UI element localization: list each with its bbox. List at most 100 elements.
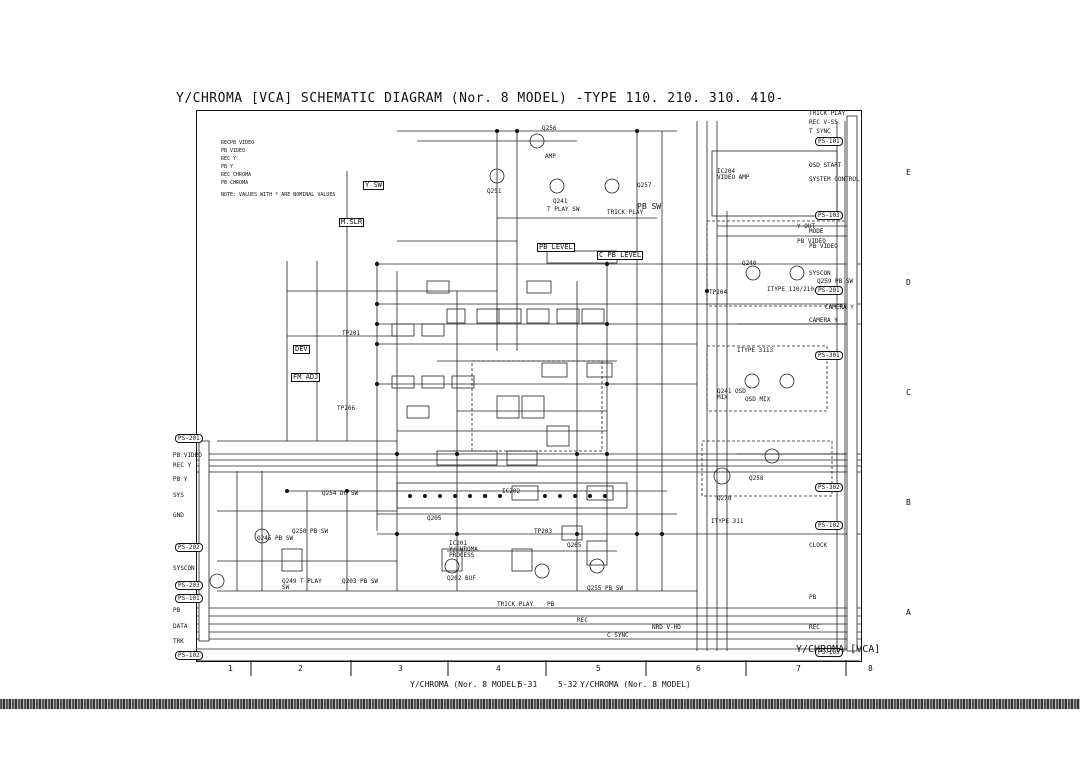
left-signal: TRK [173, 638, 184, 645]
right-signal: SYSTEM CONTROL [809, 176, 860, 183]
right-signal: PB VIDEO [809, 243, 838, 250]
right-signal: CAMERA Y [809, 317, 838, 324]
connector-label: PS-102 [175, 651, 203, 660]
component-label: Q258 [749, 475, 764, 482]
left-signal: GND [173, 512, 184, 519]
right-signal: OSD START [809, 162, 842, 169]
component-label: Q203 PB SW [342, 578, 379, 585]
left-signal: SYSCON [173, 565, 195, 572]
connector-label: PS-301 [815, 351, 843, 360]
right-signal: PB [809, 594, 817, 601]
row-letter: E [906, 168, 911, 177]
right-signal: MODE [809, 228, 824, 235]
component-label: Q249 T PLAY SW [282, 578, 322, 591]
zone-number: 3 [398, 664, 403, 673]
pb-level-label: PB LEVEL [537, 243, 575, 252]
test-point-label: TP206 [337, 405, 356, 412]
zone-number: 1 [228, 664, 233, 673]
component-label: PB SW [637, 202, 662, 211]
signal-label: NRD V-HD [652, 624, 681, 631]
component-label: Q256 [542, 125, 557, 132]
fm-adj-label: FM ADJ [291, 373, 321, 382]
legend-item: REC Y [221, 156, 237, 162]
zone-number: 6 [696, 664, 701, 673]
left-signal: PB [173, 607, 181, 614]
schematic-wiring [197, 115, 861, 652]
row-letter: A [906, 608, 911, 617]
component-label: Q205 [427, 515, 442, 522]
component-label: Q257 [637, 182, 652, 189]
signal-label: C SYNC [607, 632, 629, 639]
footer-left: Y/CHROMA (Nor. 8 MODEL) [410, 680, 521, 689]
zone-number: 4 [496, 664, 501, 673]
component-label: Q251 [487, 188, 502, 195]
left-signal: DATA [173, 623, 188, 630]
legend-item: PB VIDEO [221, 148, 246, 154]
test-point-label: TP203 [534, 528, 553, 535]
connector-label: PS-302 [815, 483, 843, 492]
component-label: Q255 PB SW [587, 585, 624, 592]
component-label: Q241 [553, 198, 568, 205]
right-signal: T SYNC [809, 128, 831, 135]
connector-label: PS-102 [815, 521, 843, 530]
component-label: AMP [545, 153, 556, 160]
left-signal: PB VIDEO [173, 452, 202, 459]
signal-label: TRICK PLAY [497, 601, 534, 608]
footer-right-page: 5-32 [558, 680, 578, 689]
camera-y-label: CAMERA Y [825, 304, 854, 311]
right-signal: REC V-SS [809, 119, 838, 126]
component-label: Q241 OSD MIX [717, 388, 746, 401]
signal-label: PB [547, 601, 555, 608]
connector-label: PS-203 [175, 581, 203, 590]
type-label: ITYPE 110/210/410 [767, 286, 829, 293]
connector-label: PS-103 [815, 648, 843, 657]
legend-note: NOTE: VALUES WITH * ARE NOMINAL VALUES [221, 192, 336, 198]
zone-number: 7 [796, 664, 801, 673]
zone-number: 5 [596, 664, 601, 673]
c-pb-level-label: C PB LEVEL [597, 251, 644, 260]
component-label: Q265 [567, 542, 582, 549]
component-label: Q278 [717, 495, 732, 502]
test-point-label: TP201 [342, 330, 361, 337]
component-label: IC201 Y/CHROMA PROCESS [449, 540, 478, 559]
zone-number: 2 [298, 664, 303, 673]
connector-label: PS-101 [175, 594, 203, 603]
component-label: Q202 BUF [447, 575, 476, 582]
legend-item: REC CHROMA [221, 172, 252, 178]
type-label: ITYPE 3113 [737, 347, 774, 354]
component-label: Q245 PB SW [257, 535, 294, 542]
component-label: IC204 VIDEO AMP [717, 168, 750, 181]
connector-label: PS-201 [175, 434, 203, 443]
left-signal: REC Y [173, 462, 192, 469]
signal-label: REC [577, 617, 588, 624]
connector-label: PS-201 [815, 286, 843, 295]
legend: RECPB VIDEO PB VIDEO REC Y PB Y REC CHRO… [221, 139, 335, 199]
zone-dividers [196, 660, 860, 676]
legend-item: PB Y [221, 164, 234, 170]
connector-label: PS-101 [815, 137, 843, 146]
row-letter: D [906, 278, 911, 287]
signal-label: TRICK PLAY [607, 209, 644, 216]
pb-video-label: PB VIDEO [797, 238, 826, 245]
row-letter: C [906, 388, 911, 397]
mslr-label: M.SLR [339, 218, 365, 227]
legend-item: RECPB VIDEO [221, 140, 255, 146]
dev-label: DEV [293, 345, 310, 354]
osd-mix-label: OSD MIX [745, 396, 771, 403]
left-signal: PB Y [173, 476, 188, 483]
schematic-sheet: RECPB VIDEO PB VIDEO REC Y PB Y REC CHRO… [173, 110, 862, 662]
y-sw-label: Y SW [363, 181, 384, 190]
footer-left-page: 5-31 [518, 680, 538, 689]
component-label: T PLAY SW [547, 206, 580, 213]
left-signal: SYS [173, 492, 184, 499]
row-letter: B [906, 498, 911, 507]
zone-number: 8 [868, 664, 873, 673]
component-label: Q240 [742, 260, 757, 267]
type-label: ITYPE 311 [711, 518, 744, 525]
test-point-label: TP204 [709, 289, 728, 296]
component-label: IC202 [502, 488, 521, 495]
right-signal: REC [809, 624, 820, 631]
scan-edge [0, 699, 1080, 709]
footer-right: Y/CHROMA (Nor. 8 MODEL) [580, 680, 691, 689]
diagram-title: Y/CHROMA [VCA] SCHEMATIC DIAGRAM (Nor. 8… [176, 91, 784, 106]
